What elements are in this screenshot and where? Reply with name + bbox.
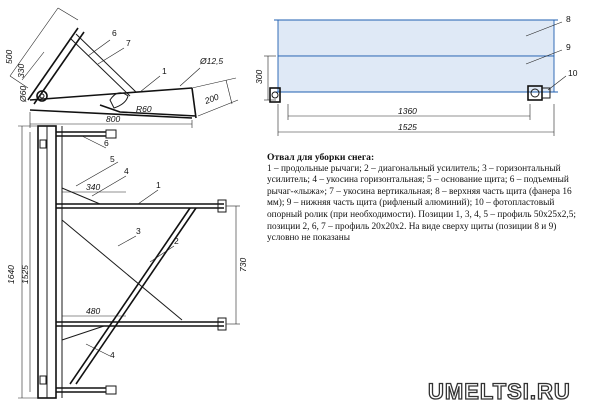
figure-caption: Отвал для уборки снега: 1 – продольные р…	[267, 152, 579, 245]
label-1: 1	[162, 66, 167, 76]
dim-340: 340	[86, 182, 100, 192]
top-view: 1640 1525 340 480 730 6 5 4 1 3 2 4	[6, 125, 248, 399]
dim-480: 480	[86, 306, 100, 316]
lower-shield	[277, 55, 555, 93]
dim-d125: Ø12,5	[199, 56, 223, 66]
label-8: 8	[566, 14, 571, 24]
label-5: 5	[110, 154, 115, 164]
upper-shield	[277, 19, 555, 57]
dim-1525-front: 1525	[398, 122, 417, 132]
dim-r60: R60	[136, 104, 152, 114]
label-6: 6	[112, 28, 117, 38]
label-3: 3	[136, 226, 141, 236]
dim-1525-top: 1525	[20, 265, 30, 284]
dim-1640: 1640	[6, 265, 16, 284]
label-1-top: 1	[156, 180, 161, 190]
dim-d60: Ø60	[18, 86, 28, 103]
caption-body: 1 – продольные рычаги; 2 – диагональный …	[267, 163, 576, 244]
caption-title: Отвал для уборки снега:	[267, 152, 375, 163]
dim-200: 200	[202, 92, 220, 107]
roller-right	[527, 85, 551, 101]
roller-circle	[36, 90, 48, 102]
site-logo: UMELTSI.RU	[427, 378, 571, 404]
label-6-top: 6	[104, 138, 109, 148]
label-10: 10	[568, 68, 578, 78]
dim-1360: 1360	[398, 106, 417, 116]
dim-330: 330	[16, 64, 26, 78]
label-4-lower: 4	[110, 350, 115, 360]
roller-left	[269, 87, 281, 103]
dim-500: 500	[4, 50, 14, 64]
label-7: 7	[126, 38, 131, 48]
label-2: 2	[174, 236, 179, 246]
svg-text:UMELTSI.RU: UMELTSI.RU	[428, 379, 571, 404]
label-9: 9	[566, 42, 571, 52]
side-view: 500 330 Ø60 Ø12,5 R60 800 200 6 7 1	[4, 7, 239, 128]
label-4-upper: 4	[124, 166, 129, 176]
dim-730: 730	[238, 258, 248, 272]
dim-300: 300	[254, 70, 264, 84]
front-view: 300 1360 1525 8 9 10	[254, 14, 578, 136]
dim-800: 800	[106, 114, 120, 124]
